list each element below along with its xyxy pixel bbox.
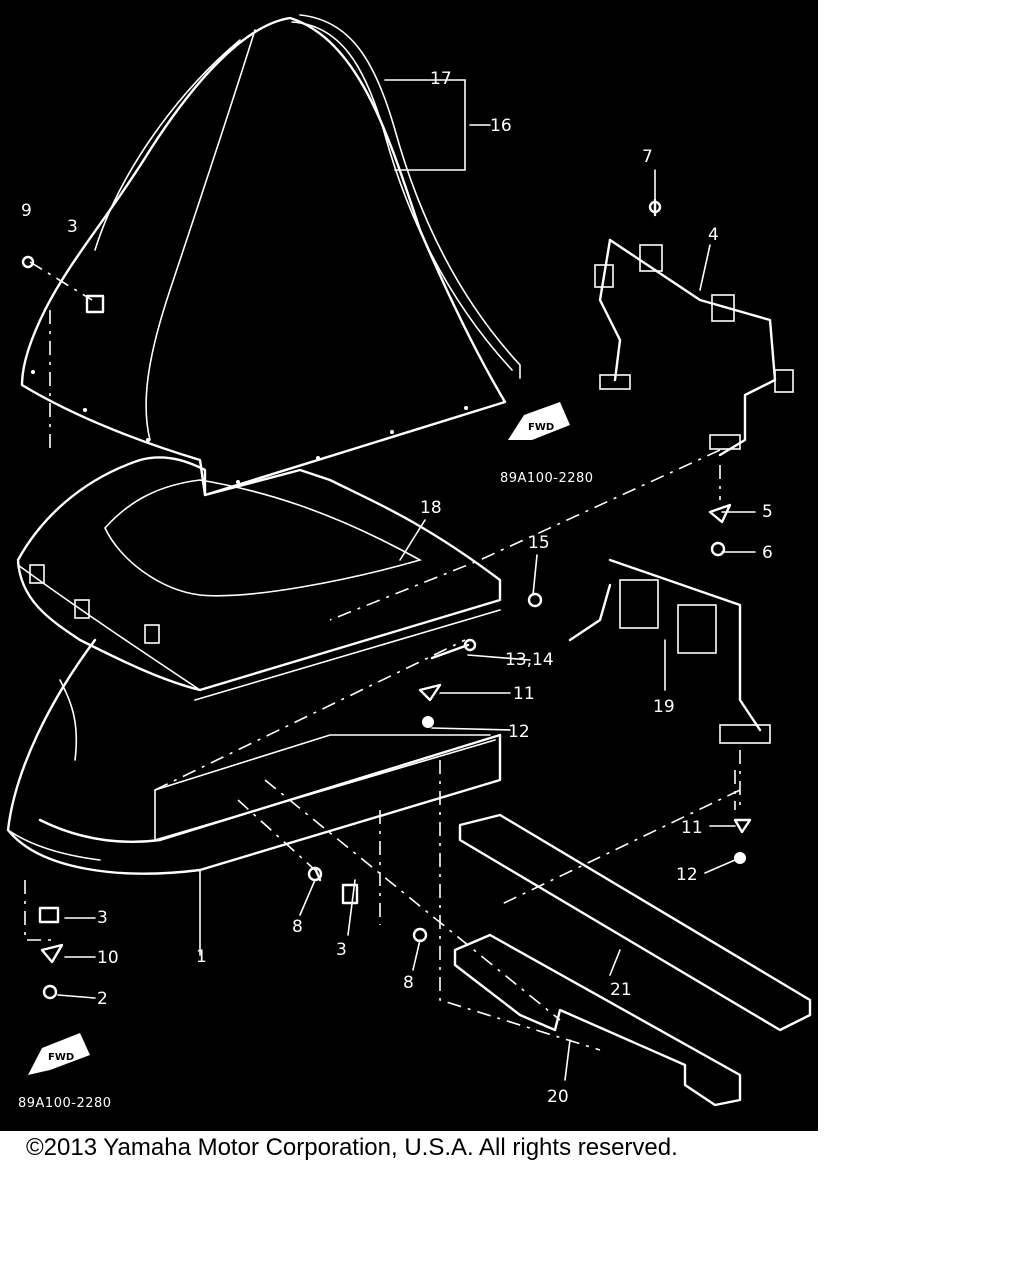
windshield	[20, 14, 521, 497]
callout-11-lower: 11	[681, 818, 703, 838]
callout-11-upper: 11	[513, 684, 535, 704]
callout-17: 17	[430, 69, 452, 89]
callout-8-left: 8	[292, 917, 303, 937]
exploded-parts-diagram: FWD FWD 89A100-2280 89A100-2280 9 3 17 1…	[6, 14, 812, 1111]
plate-21	[458, 813, 812, 1032]
callout-7: 7	[642, 147, 653, 167]
callout-8-right: 8	[403, 973, 414, 993]
callout-21: 21	[610, 980, 632, 1000]
copyright-notice: ©2013 Yamaha Motor Corporation, U.S.A. A…	[26, 1134, 678, 1161]
callout-1: 1	[196, 947, 207, 967]
fwd-arrow-icon-upper: FWD	[508, 402, 570, 440]
hardware	[21, 198, 752, 1000]
callout-3-middle: 3	[336, 940, 347, 960]
callout-10: 10	[97, 948, 119, 968]
callout-12-upper: 12	[508, 722, 530, 742]
callout-18: 18	[420, 498, 442, 518]
callout-5: 5	[762, 502, 773, 522]
fwd-arrow-icon-lower: FWD	[28, 1033, 90, 1075]
callout-12-lower: 12	[676, 865, 698, 885]
parts-diagram-panel: FWD FWD 89A100-2280 89A100-2280 9 3 17 1…	[0, 0, 818, 1131]
drawing-code-upper: 89A100-2280	[500, 471, 594, 486]
callout-2: 2	[97, 989, 108, 1009]
callout-15: 15	[528, 533, 550, 553]
callout-19: 19	[653, 697, 675, 717]
leader-lines	[24, 79, 756, 1081]
plate-20	[453, 933, 742, 1107]
callout-6: 6	[762, 543, 773, 563]
callout-13-14: 13,14	[505, 650, 554, 670]
callout-9: 9	[21, 201, 32, 221]
callout-16: 16	[490, 116, 512, 136]
front-cowl	[6, 638, 502, 956]
svg-text:FWD: FWD	[528, 422, 554, 433]
drawing-code-lower: 89A100-2280	[18, 1096, 112, 1111]
callout-20: 20	[547, 1087, 569, 1107]
bracket-19	[568, 558, 771, 744]
callout-3-bottom: 3	[97, 908, 108, 928]
svg-text:FWD: FWD	[48, 1052, 74, 1063]
callout-3-top: 3	[67, 217, 78, 237]
callout-4: 4	[708, 225, 719, 245]
seat-cowl	[16, 456, 502, 701]
bracket-4	[594, 238, 794, 457]
